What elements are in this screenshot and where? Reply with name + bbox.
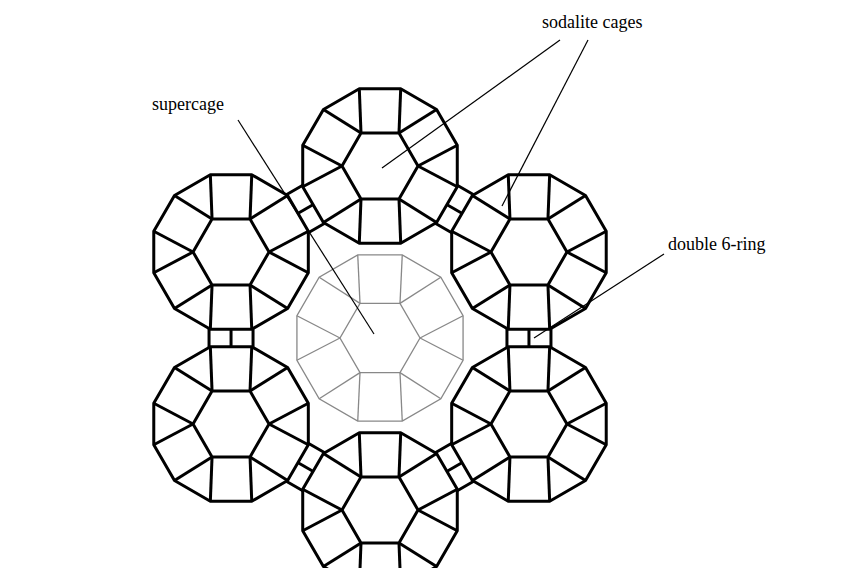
sodalite-cages xyxy=(154,89,606,568)
supercage-frame xyxy=(297,255,463,421)
callout-label: supercage xyxy=(150,94,226,116)
leader-line xyxy=(238,120,374,334)
sodalite-cage xyxy=(452,347,607,502)
sodalite-cage xyxy=(303,89,458,244)
sodalite-cage xyxy=(154,347,309,502)
callout-label: sodalite cages xyxy=(540,12,644,34)
leader-lines xyxy=(238,40,664,338)
leader-line xyxy=(534,254,664,338)
leader-line xyxy=(382,40,560,168)
sodalite-cage xyxy=(154,175,309,330)
callout-label: double 6-ring xyxy=(666,234,767,256)
leader-line xyxy=(502,40,588,206)
sodalite-cage xyxy=(303,433,458,568)
